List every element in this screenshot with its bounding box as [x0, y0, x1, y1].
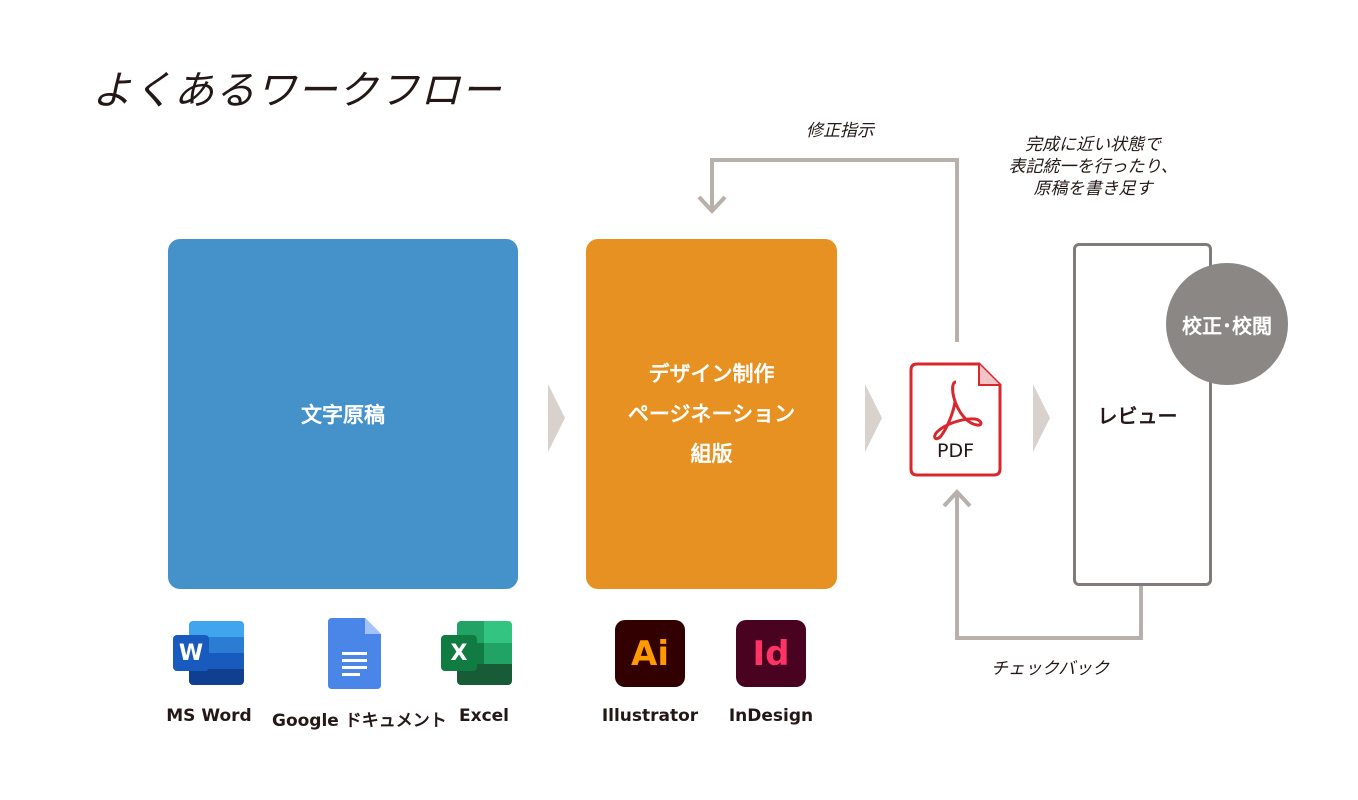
google-docs-label: Google ドキュメント	[272, 711, 447, 731]
indesign-label: InDesign	[728, 706, 814, 726]
illustrator-label: Illustrator	[601, 706, 699, 726]
excel-icon: X	[441, 621, 513, 687]
diagram-title: よくあるワークフロー	[92, 68, 502, 114]
google-docs-shape	[328, 618, 381, 689]
correction-note: 修正指示	[806, 121, 874, 141]
indesign-icon: Id	[736, 620, 806, 687]
design-label-2: ページネーション	[627, 402, 796, 426]
manuscript-label: 文字原稿	[301, 403, 385, 427]
pdf-label: PDF	[936, 440, 975, 462]
flow-chevron-2	[865, 384, 882, 452]
excel-label: Excel	[458, 706, 509, 726]
flow-chevron-1	[548, 384, 565, 452]
design-label-3: 組版	[690, 442, 733, 466]
review-note-line-3: 原稿を書き足す	[1033, 179, 1153, 199]
pdf-document: PDF	[909, 362, 1002, 477]
review-label: レビュー	[1097, 404, 1178, 428]
manuscript-box: 文字原稿	[168, 239, 518, 589]
review-note-line-2: 表記統一を行ったり、	[1008, 157, 1178, 177]
checkback-arrowhead	[942, 489, 972, 508]
checkback-note: チェックバック	[990, 659, 1110, 679]
design-box: デザイン制作 ページネーション 組版	[586, 239, 837, 589]
flow-chevron-3	[1033, 384, 1050, 452]
checkback-line	[955, 494, 1143, 640]
ms-word-icon: W	[173, 621, 245, 687]
design-label-1: デザイン制作	[648, 362, 775, 386]
proofreading-badge: 校正･校閲	[1166, 263, 1288, 385]
review-note: 完成に近い状態で 表記統一を行ったり、 原稿を書き足す	[988, 134, 1198, 200]
ms-word-letter: W	[173, 635, 209, 671]
ms-word-label: MS Word	[166, 706, 252, 726]
pdf-file-icon	[909, 362, 1002, 477]
review-note-line-1: 完成に近い状態で	[1025, 135, 1161, 155]
excel-letter: X	[441, 635, 477, 671]
google-docs-icon	[328, 618, 381, 689]
correction-line	[710, 158, 959, 342]
proofreading-label: 校正･校閲	[1182, 313, 1272, 338]
correction-arrowhead	[697, 195, 727, 214]
illustrator-icon: Ai	[615, 620, 685, 687]
